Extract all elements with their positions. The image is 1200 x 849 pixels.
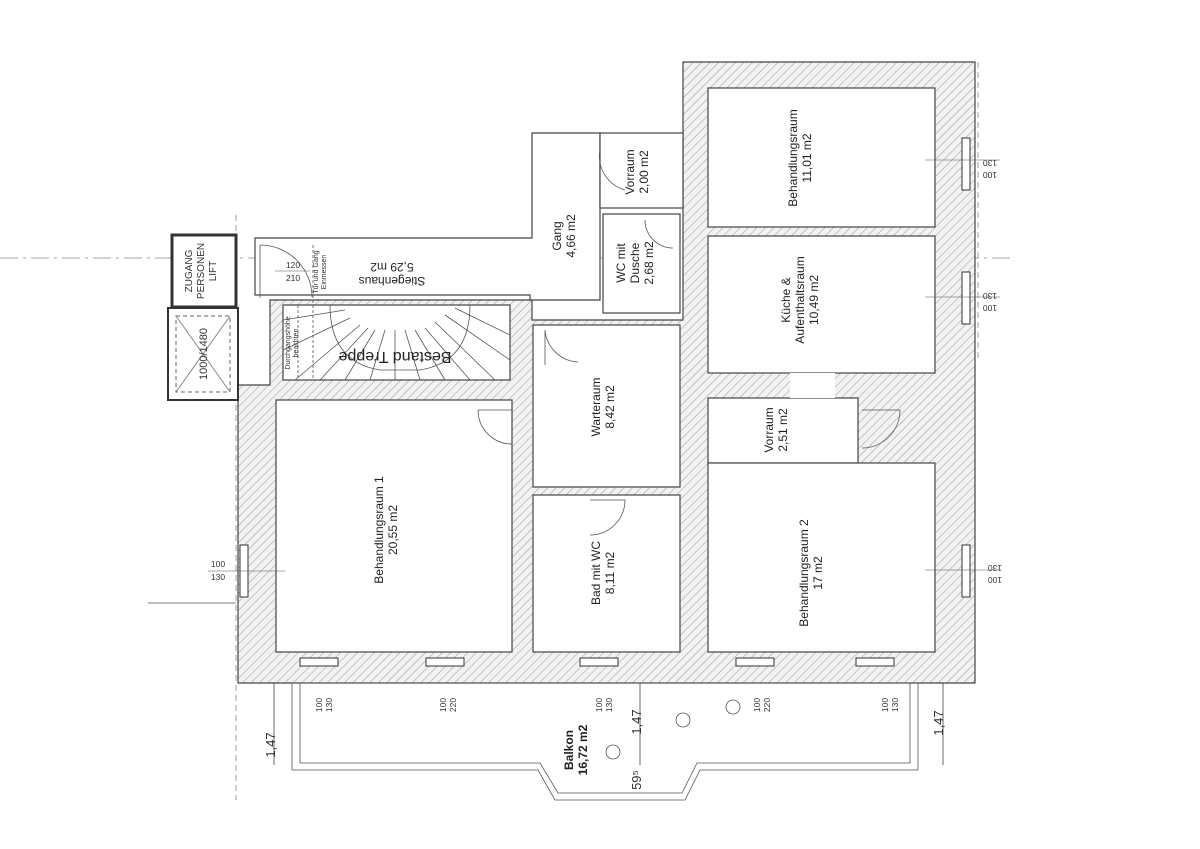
lift-shaft-size: 1000/1480 — [198, 328, 210, 380]
room-bad — [532, 494, 681, 653]
room-behandlungsraum-1 — [275, 399, 513, 653]
label-stiegenhaus: Stiegenhaus — [359, 274, 426, 288]
label-wc-1: WC mit — [614, 243, 628, 283]
window-1-top: 100 — [314, 698, 324, 712]
window-left-top: 100 — [211, 559, 225, 569]
window-4-bottom: 220 — [762, 698, 772, 712]
room-vorraum-top — [599, 132, 684, 209]
label-vorraum-mid: Vorraum — [762, 407, 776, 452]
window-left-bottom: 130 — [211, 572, 225, 582]
note-tuer-2: Einmessen — [321, 255, 328, 290]
area-wc: 2,68 m2 — [642, 241, 656, 285]
window-right-2-a: 130 — [983, 291, 997, 301]
note-durchgang-1: Durchgangshöhe — [285, 316, 292, 369]
label-gang: Gang — [550, 221, 564, 250]
dim-depth: 59⁵ — [629, 770, 644, 790]
room-warteraum — [532, 324, 681, 488]
window-3-bottom: 130 — [604, 698, 614, 712]
door-width: 120 — [286, 260, 300, 270]
window-right-1-b: 100 — [983, 170, 997, 180]
label-warteraum: Warteraum — [589, 378, 603, 437]
area-warteraum: 8,42 m2 — [603, 385, 617, 429]
note-tuer-1: Tür und Gang — [313, 250, 320, 293]
room-wc-dusche — [602, 213, 681, 314]
label-wc-2: Dusche — [628, 242, 642, 283]
window-2-top: 100 — [438, 698, 448, 712]
label-bad: Bad mit WC — [589, 541, 603, 605]
label-treppe: Bestand Treppe — [338, 348, 451, 365]
area-kueche: 10,49 m2 — [807, 275, 821, 325]
area-vorraum-mid: 2,51 m2 — [776, 408, 790, 452]
window-3-top: 100 — [594, 698, 604, 712]
dimension-lines — [273, 683, 944, 765]
area-behandlungsraum-2: 17 m2 — [811, 556, 825, 590]
window-right-3-a: 130 — [988, 563, 1002, 573]
dim-center: 1,47 — [629, 709, 644, 734]
area-stiegenhaus: 5,29 m2 — [370, 260, 414, 274]
label-kueche-1: Küche & — [779, 277, 793, 322]
dim-right: 1,47 — [931, 710, 946, 735]
label-behandlungsraum-top: Behandlungsraum — [786, 109, 800, 206]
balcony-outline — [291, 682, 919, 801]
doors — [259, 149, 901, 536]
area-gang: 4,66 m2 — [564, 214, 578, 258]
lift-label-2: PERSONEN — [196, 243, 207, 299]
lift-label-3: LIFT — [208, 261, 219, 282]
window-1-bottom: 130 — [324, 698, 334, 712]
area-vorraum-top: 2,00 m2 — [637, 150, 651, 194]
area-bad: 8,11 m2 — [603, 551, 617, 594]
label-behandlungsraum-2: Behandlungsraum 2 — [797, 519, 811, 627]
lift-cabin — [175, 315, 231, 393]
label-kueche-2: Aufenthaltsraum — [793, 256, 807, 343]
window-right-3-b: 100 — [988, 575, 1002, 585]
door-height: 210 — [286, 273, 300, 283]
room-behandlungsraum-top — [707, 87, 936, 228]
label-behandlungsraum-1: Behandlungsraum 1 — [372, 476, 386, 584]
window-right-1-a: 130 — [983, 158, 997, 168]
room-treppe — [282, 304, 511, 381]
lift-shaft — [167, 307, 239, 401]
window-5-bottom: 130 — [890, 698, 900, 712]
room-gang-stiegenhaus — [254, 132, 601, 301]
area-balkon: 16,72 m2 — [576, 724, 590, 775]
window-2-bottom: 220 — [448, 698, 458, 712]
room-kueche — [707, 235, 936, 374]
balcony-inner — [299, 682, 911, 794]
lift-label-1: ZUGANG — [184, 249, 195, 292]
window-4-top: 100 — [752, 698, 762, 712]
note-durchgang-2: beachten — [293, 328, 300, 357]
area-behandlungsraum-top: 11,01 m2 — [800, 133, 814, 182]
dim-left: 1,47 — [263, 732, 278, 757]
passage — [790, 373, 835, 398]
area-behandlungsraum-1: 20,55 m2 — [386, 505, 400, 555]
window-right-3-b: 100 — [983, 303, 997, 313]
label-vorraum-top: Vorraum — [623, 149, 637, 194]
person-figures — [605, 699, 741, 760]
lift-cross — [175, 315, 231, 393]
label-balkon: Balkon — [562, 730, 576, 770]
staircase — [282, 245, 511, 381]
room-behandlungsraum-2 — [707, 462, 936, 653]
window-5-top: 100 — [880, 698, 890, 712]
